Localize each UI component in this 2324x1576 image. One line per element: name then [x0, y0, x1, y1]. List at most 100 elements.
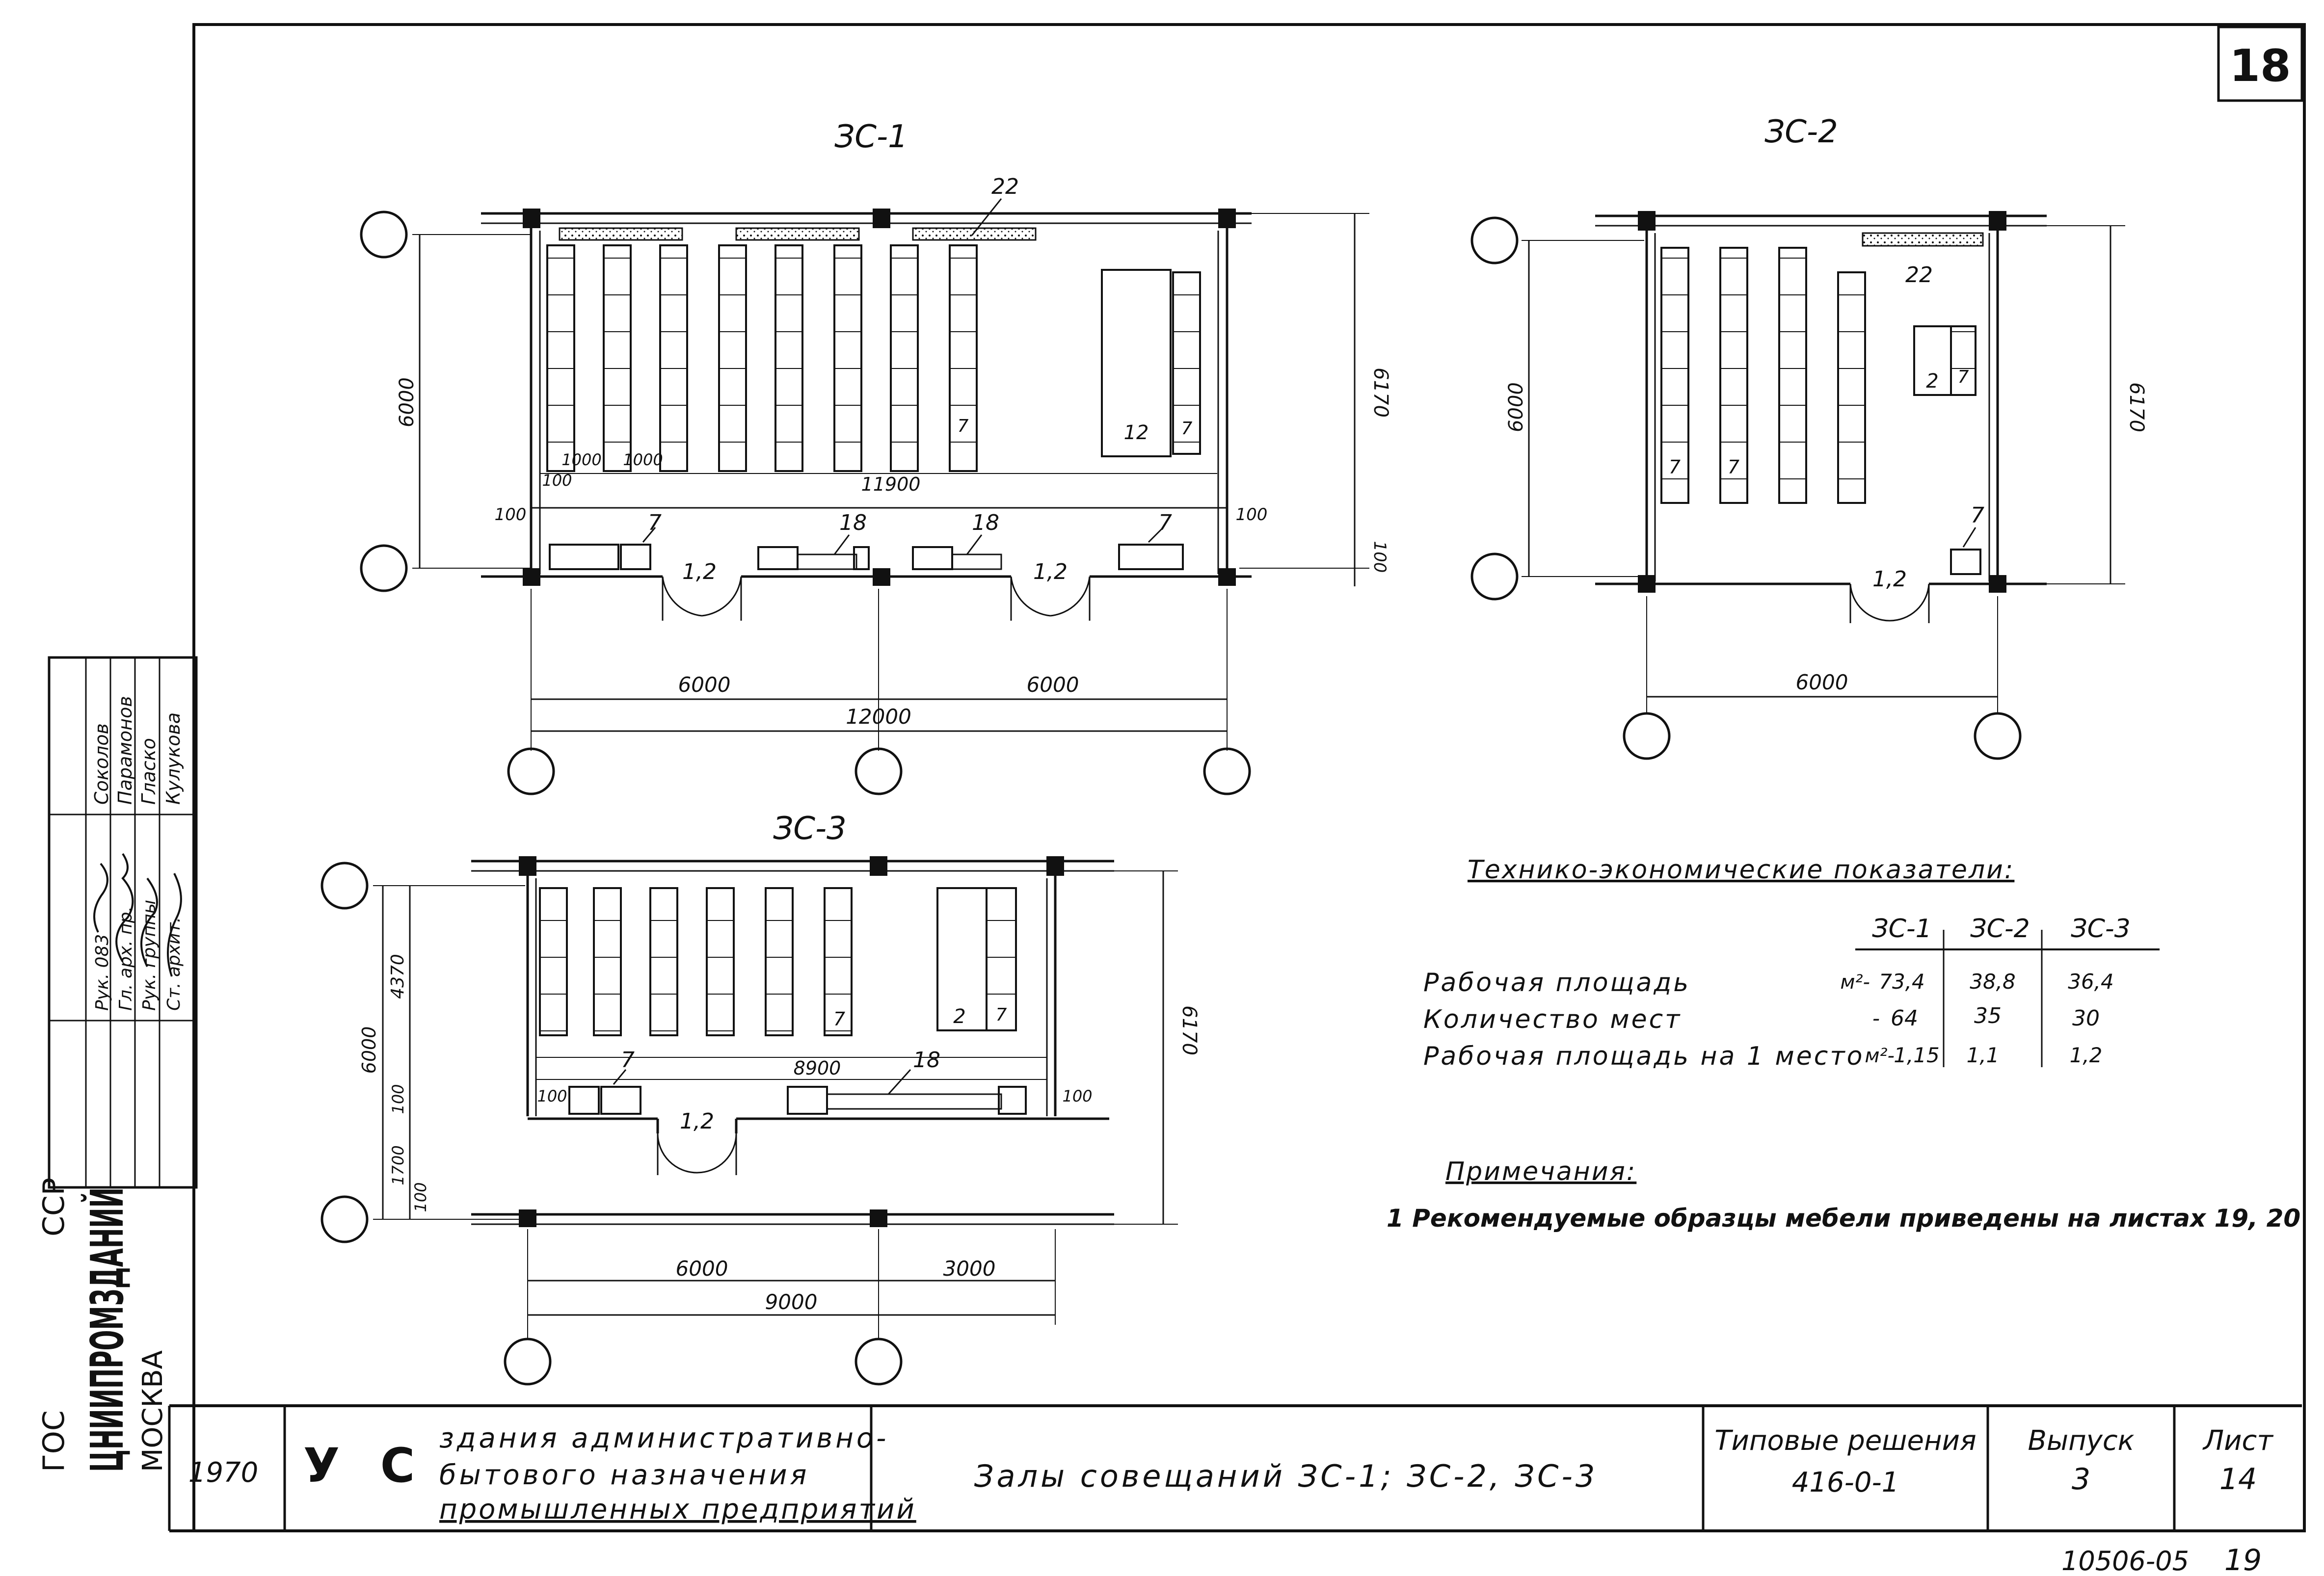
indicator-row-1-v3: 36,4 [2068, 970, 2114, 994]
stamp-role-1: Рук. 083 [92, 934, 112, 1011]
title-subject-2: бытового назначения [439, 1459, 809, 1491]
series-line-2: 416-0-1 [1792, 1467, 1899, 1498]
zs1-mark-18-b: 18 [972, 510, 999, 535]
sheet-value: 14 [2219, 1462, 2257, 1497]
stamp-city: МОСКВА [137, 1350, 169, 1472]
issue-value: 3 [2072, 1462, 2090, 1497]
sheet-number: 18 [2229, 40, 2291, 92]
indicator-row-3-label: Рабочая площадь на 1 место [1423, 1042, 1864, 1071]
zs3-dim-inner-height: 4370 [388, 954, 408, 999]
indicator-row-3-unit: м²- [1865, 1045, 1895, 1067]
zs3-dim-100-a: 100 [389, 1084, 407, 1114]
zs1-door-2: 1,2 [1033, 559, 1068, 584]
zs1-mark-18-a: 18 [839, 510, 867, 535]
footer-sheet: 19 [2224, 1543, 2262, 1576]
seating-rows-zs3 [539, 887, 853, 1036]
series-line-1: Типовые решения [1714, 1425, 1976, 1457]
sheet-label: Лист [2202, 1425, 2273, 1457]
zs1-dim-100-a: 100 [542, 471, 572, 490]
axis-bubble [855, 747, 903, 795]
indicator-row-3-v1: 1,15 [1894, 1043, 1940, 1067]
axis-bubble [321, 1195, 369, 1243]
seating-rows-zs1 [546, 244, 978, 472]
zs1-mark-7-table: 7 [1181, 419, 1193, 439]
zs2-dim-height-outer: 6170 [2125, 382, 2148, 432]
stamp-role-4: Ст. архит. [164, 917, 184, 1011]
axis-bubble [855, 1338, 903, 1386]
stamp-name-4: Кулукова [162, 712, 184, 805]
axis-bubble [1470, 552, 1519, 601]
title-subject-1: здания административно- [439, 1422, 889, 1454]
stamp-prefix: ГОС [37, 1410, 71, 1472]
stamp-org: ЦНИИПРОМЗДАНИЙ [80, 1187, 134, 1472]
zs1-mark-12: 12 [1124, 421, 1149, 444]
zs2-door: 1,2 [1872, 567, 1907, 592]
zs3-dim-100-b: 100 [411, 1182, 430, 1212]
zs3-mark-18: 18 [913, 1048, 940, 1073]
zs1-mark-7-left: 7 [648, 510, 662, 535]
footer-code: 10506-05 [2061, 1546, 2189, 1576]
notes-heading: Примечания: [1445, 1157, 1636, 1186]
zs1-dim-1000-a: 1000 [561, 450, 601, 469]
zs3-mark-2: 2 [953, 1005, 965, 1028]
zs3-dim-total: 9000 [765, 1290, 818, 1314]
drawing-title: Залы совещаний ЗС-1; ЗС-2, ЗС-3 [974, 1458, 1598, 1494]
zs3-dim-100-c: 100 [537, 1087, 567, 1105]
zs3-mark-7-left: 7 [621, 1048, 635, 1073]
zs1-dim-bay-1: 6000 [678, 673, 731, 697]
notes-section: Примечания: 1 Рекомендуемые образцы мебе… [1387, 1157, 2300, 1233]
axis-bubble [507, 747, 555, 795]
zs2-mark-7-row-a: 7 [1669, 456, 1681, 478]
zs2-dim-width: 6000 [1796, 670, 1848, 694]
zs2-dim-height: 6000 [1505, 382, 1527, 432]
plan-zs3-title: ЗС-3 [773, 811, 847, 847]
zs2-mark-7-row-b: 7 [1728, 456, 1739, 478]
axis-bubble [1623, 712, 1671, 760]
zs1-dim-height: 6000 [396, 377, 418, 427]
axis-bubble [1470, 216, 1519, 264]
zs3-dim-corridor: 1700 [389, 1145, 407, 1185]
indicator-row-3-v3: 1,2 [2070, 1043, 2103, 1067]
indicator-row-2-v1: 64 [1891, 1006, 1918, 1031]
plan-zs2-title: ЗС-2 [1764, 114, 1838, 150]
zs1-dim-100-d: 100 [1370, 541, 1389, 573]
plan-zs2: ЗС-2 22 7 7 2 7 7 [1470, 114, 2148, 760]
zs3-dim-100-d: 100 [1062, 1087, 1092, 1105]
issue-label: Выпуск [2028, 1425, 2135, 1457]
zs2-mark-2: 2 [1926, 370, 1938, 393]
axis-bubble [321, 862, 369, 910]
zs1-door-1: 1,2 [682, 559, 717, 584]
zs1-dim-1000-b: 1000 [623, 450, 663, 469]
plan-zs1-title: ЗС-1 [834, 119, 908, 155]
zs1-mark-7-right: 7 [1158, 510, 1172, 535]
zs2-mark-7-table: 7 [1958, 367, 1969, 387]
axis-bubble [1974, 712, 2022, 760]
presidium-table-zs1 [1101, 269, 1172, 457]
axis-bubble [504, 1338, 552, 1386]
zs1-dim-100-c: 100 [1236, 505, 1268, 525]
zs3-mark-7-table: 7 [996, 1005, 1007, 1025]
indicator-row-1-v1: 73,4 [1879, 970, 1925, 994]
stamp-name-3: Гласко [138, 738, 160, 805]
plan-zs1: ЗС-1 [360, 119, 1392, 795]
indicators-col-3: ЗС-3 [2071, 914, 2131, 944]
zs3-dim-height: 6000 [358, 1026, 380, 1074]
axis-bubble [1203, 747, 1251, 795]
zs1-dim-height-outer: 6170 [1369, 368, 1392, 418]
zs1-dim-inner-width: 11900 [861, 473, 921, 495]
indicator-row-2-label: Количество мест [1423, 1005, 1682, 1034]
title-block: 1970 У С здания административно- бытовог… [168, 1404, 2302, 1576]
zs1-mark-22: 22 [991, 174, 1019, 199]
zs2-mark-7-door: 7 [1971, 503, 1984, 528]
axis-bubble [360, 210, 408, 259]
axis-bubble [360, 544, 408, 592]
signature-scribbles [93, 853, 182, 977]
stamp-agency: ССР [37, 1178, 71, 1236]
stamp-role-2: Гл. арх. пр. [116, 906, 136, 1011]
zs3-dim-bay-2: 3000 [943, 1257, 996, 1281]
indicator-row-1-label: Рабочая площадь [1423, 968, 1690, 998]
indicator-row-2-v3: 30 [2072, 1006, 2100, 1031]
zs1-mark-7-row: 7 [958, 416, 969, 436]
title-year: 1970 [188, 1457, 259, 1489]
indicator-row-1-unit: м²- [1840, 971, 1870, 994]
